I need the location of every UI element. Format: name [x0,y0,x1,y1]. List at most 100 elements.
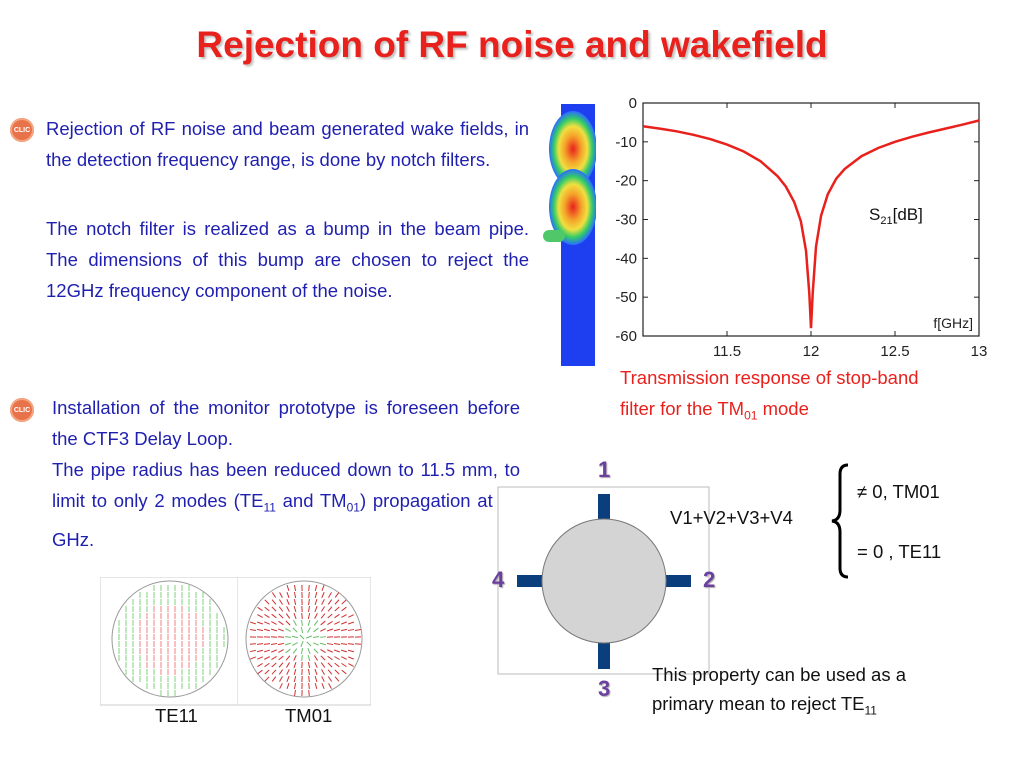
field-arrow [301,654,303,662]
y-tick-label: -50 [615,289,637,306]
field-arrow [285,648,291,654]
field-arrow [301,619,303,627]
field-arrow [321,592,325,598]
field-arrow [307,654,311,662]
field-arrow [313,642,319,646]
field-arrow [327,669,333,675]
field-arrow [271,621,277,625]
field-arrow [263,649,271,653]
field-arrow [312,636,320,638]
property-sub: 11 [864,703,877,718]
field-arrow [341,662,347,668]
field-arrow [314,675,318,683]
electrode-4 [517,575,545,587]
y-tick-label: 0 [629,95,637,112]
field-arrow [264,662,270,668]
x-tick-label: 11.5 [713,343,741,360]
field-arrow [257,669,263,675]
field-arrow [278,655,284,661]
field-arrow [313,620,319,626]
clic-logo-icon: CLIC [10,398,34,422]
y-tick-label: -30 [615,212,637,229]
field-arrow [348,663,354,667]
field-arrow [292,648,298,654]
caption-sub: 01 [744,408,758,423]
field-arrow [257,663,263,667]
te11-mode-plot [100,577,240,706]
field-arrow [264,669,270,675]
electrode-4-label: 4 [492,567,505,592]
y-tick-label: -60 [615,328,637,345]
field-arrow [278,662,284,668]
field-arrow [286,599,290,605]
field-arrow [271,613,277,619]
field-arrow [293,591,297,599]
field-arrow [320,620,326,626]
field-arrow [257,621,263,625]
field-arrow [354,629,362,631]
clic-logo-icon: CLIC [10,118,34,142]
field-arrow [285,613,291,619]
field-arrow [257,614,263,618]
field-arrow [334,649,340,653]
bpm-electrode-diagram [497,486,710,675]
field-arrow [292,627,298,633]
chart-caption: Transmission response of stop-band filte… [620,362,950,432]
field-arrow [293,598,297,606]
logo-text: CLIC [13,406,31,414]
field-arrow [277,636,285,638]
curly-brace-icon [831,463,849,579]
tm01-mode-plot [237,577,371,706]
field-arrow [313,648,319,654]
field-arrow [284,636,292,638]
x-tick-label: 13 [971,343,988,360]
field-arrow [334,592,340,598]
field-arrow [319,636,327,638]
field-arrow [327,606,333,612]
field-arrow [306,641,312,647]
field-arrow [284,642,292,646]
field-arrow [293,605,297,613]
field-arrow [313,627,319,633]
field-arrow [341,599,347,605]
field-arrow [264,676,270,682]
case-zero: = 0 , TE11 [857,541,942,562]
field-arrow [308,591,310,599]
field-arrow [278,620,284,626]
electrode-1 [598,494,610,521]
field-arrow [334,606,340,612]
paragraph-notch-filters: Rejection of RF noise and beam generated… [46,118,529,170]
field-arrow [286,662,290,668]
x-tick-label: 12.5 [880,343,909,360]
field-arrow [270,643,278,645]
field-arrow [270,628,278,632]
field-arrow [264,613,270,619]
field-arrow [264,599,270,605]
installation-line: Installation of the monitor prototype is… [52,397,520,449]
field-arrow [327,628,333,632]
electrode-3 [598,642,610,669]
field-arrow [307,612,311,620]
field-arrow [314,584,318,592]
field-arrow [293,675,297,683]
field-arrow [327,676,333,682]
field-arrow [293,668,297,676]
te11-label: TE11 [155,705,198,726]
field-arrow [314,606,318,612]
field-arrow [300,626,304,634]
field-arrow [327,655,333,661]
field-arrow [314,591,318,599]
field-arrow [321,683,325,689]
electrode-2-label: 2 [703,567,716,592]
field-arrow [256,628,264,632]
field-arrow [286,676,290,682]
field-arrow [293,655,297,661]
field-arrow [333,628,341,632]
pipe-text-a: The pipe radius has been reduced down to… [52,459,520,511]
pipe-sub-1: 11 [263,500,276,515]
field-arrow [334,669,340,675]
logo-text: CLIC [13,126,31,134]
field-arrow [321,669,325,675]
field-arrow [256,643,264,645]
